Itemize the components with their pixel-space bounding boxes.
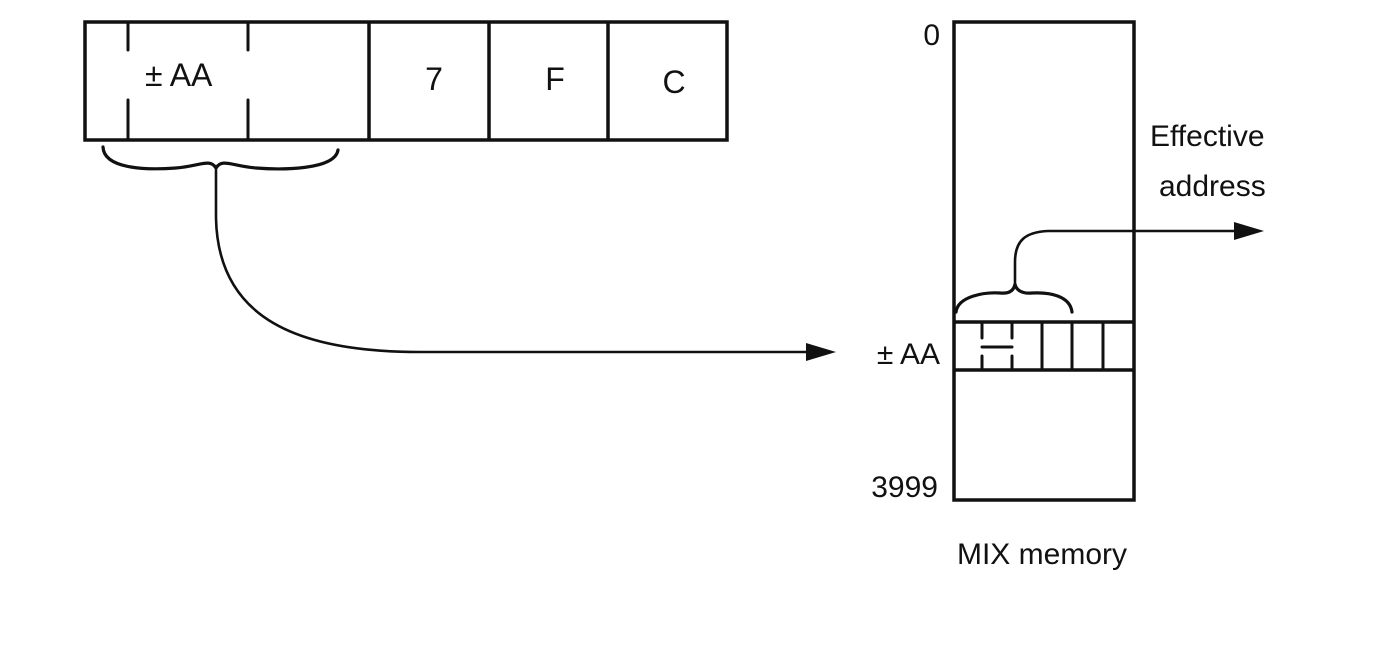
memory-top-address: 0 <box>923 19 940 52</box>
instruction-index-label: 7 <box>425 61 443 97</box>
address-pointer-arrowhead <box>806 343 836 361</box>
instruction-word: ± AA 7 F C <box>83 20 729 142</box>
memory-caption: MIX memory <box>957 538 1127 571</box>
effective-address-arrowhead <box>1234 222 1264 240</box>
memory-cell <box>954 320 1134 372</box>
instruction-opcode-label: C <box>662 64 685 100</box>
memory-bottom-address: 3999 <box>871 471 938 504</box>
address-pointer-curve <box>214 168 810 354</box>
effective-address-line1: Effective <box>1150 120 1265 153</box>
memory-cell-brace <box>954 282 1074 314</box>
memory-pointer-label: ± AA <box>877 338 940 371</box>
memory-outline <box>952 20 1136 502</box>
instruction-outline <box>83 20 729 142</box>
address-field-brace <box>101 145 340 171</box>
effective-address-curve <box>1013 229 1238 284</box>
instruction-field-label: F <box>545 61 565 97</box>
effective-address-line2: address <box>1159 170 1266 203</box>
instruction-address-label: ± AA <box>145 57 213 93</box>
mix-memory: 0 3999 ± AA MIX memory <box>871 19 1136 571</box>
